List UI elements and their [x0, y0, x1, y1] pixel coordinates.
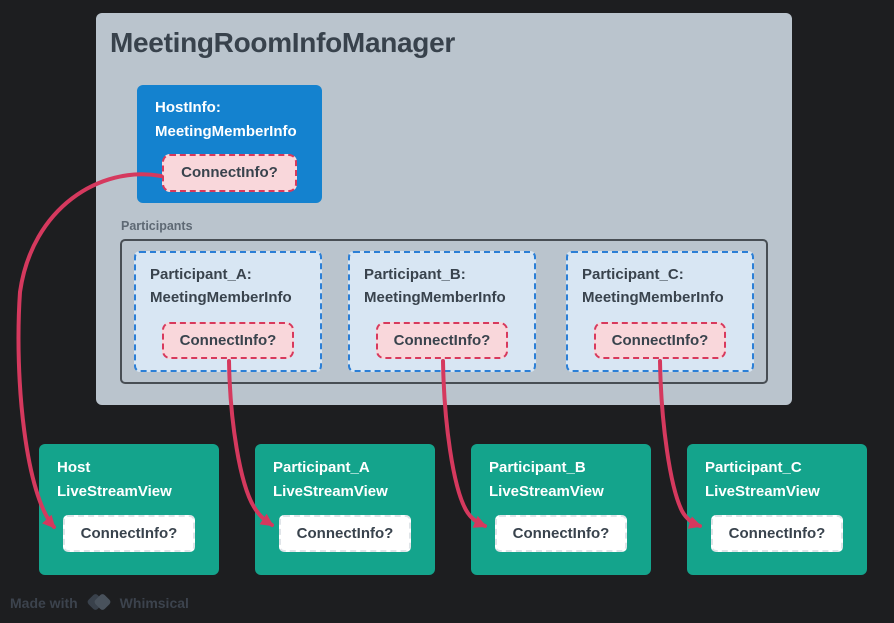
watermark-made-with-text: Made with [10, 595, 78, 611]
participant-b-stream-connect-info-button[interactable]: ConnectInfo? [495, 515, 627, 552]
participant-a-connect-info-button[interactable]: ConnectInfo? [162, 322, 294, 359]
host-connect-info-button[interactable]: ConnectInfo? [162, 154, 297, 192]
participant-a-line1: Participant_A: [150, 266, 252, 283]
participant-c-stream-connect-info-button[interactable]: ConnectInfo? [711, 515, 843, 552]
participant-b-line2: MeetingMemberInfo [364, 289, 506, 306]
participant-c-live-stream-label: Participant_C LiveStreamView [705, 456, 820, 504]
participant-b-label: Participant_B: MeetingMemberInfo [364, 263, 506, 309]
participant-a-line2: MeetingMemberInfo [150, 289, 292, 306]
participant-c-node[interactable]: Participant_C: MeetingMemberInfo Connect… [566, 251, 754, 372]
host-info-line1: HostInfo: [155, 99, 221, 116]
participant-b-live-stream-view-node[interactable]: Participant_B LiveStreamView ConnectInfo… [471, 444, 651, 575]
host-live-stream-label: Host LiveStreamView [57, 456, 172, 504]
participant-a-node[interactable]: Participant_A: MeetingMemberInfo Connect… [134, 251, 322, 372]
participant-a-live-stream-line2: LiveStreamView [273, 483, 388, 500]
participants-group-label: Participants [121, 219, 193, 233]
participant-b-live-stream-line2: LiveStreamView [489, 483, 604, 500]
whimsical-diamonds-icon [87, 594, 111, 610]
participant-c-connect-info-button[interactable]: ConnectInfo? [594, 322, 726, 359]
host-info-node[interactable]: HostInfo: MeetingMemberInfo ConnectInfo? [137, 85, 322, 203]
host-stream-connect-info-button[interactable]: ConnectInfo? [63, 515, 195, 552]
participant-a-live-stream-view-node[interactable]: Participant_A LiveStreamView ConnectInfo… [255, 444, 435, 575]
host-info-line2: MeetingMemberInfo [155, 123, 297, 140]
participant-a-live-stream-label: Participant_A LiveStreamView [273, 456, 388, 504]
host-info-label: HostInfo: MeetingMemberInfo [155, 96, 297, 144]
participant-b-connect-info-button[interactable]: ConnectInfo? [376, 322, 508, 359]
watermark-brand-text[interactable]: Whimsical [119, 595, 189, 611]
host-live-stream-line1: Host [57, 459, 91, 476]
participant-a-live-stream-line1: Participant_A [273, 459, 370, 476]
participant-c-line1: Participant_C: [582, 266, 684, 283]
participant-b-node[interactable]: Participant_B: MeetingMemberInfo Connect… [348, 251, 536, 372]
participant-b-live-stream-line1: Participant_B [489, 459, 586, 476]
host-live-stream-line2: LiveStreamView [57, 483, 172, 500]
participant-a-label: Participant_A: MeetingMemberInfo [150, 263, 292, 309]
participant-c-line2: MeetingMemberInfo [582, 289, 724, 306]
participant-c-live-stream-view-node[interactable]: Participant_C LiveStreamView ConnectInfo… [687, 444, 867, 575]
participant-b-line1: Participant_B: [364, 266, 466, 283]
participant-c-live-stream-line1: Participant_C [705, 459, 802, 476]
participant-a-stream-connect-info-button[interactable]: ConnectInfo? [279, 515, 411, 552]
watermark: Made with Whimsical [10, 592, 189, 614]
manager-title: MeetingRoomInfoManager [110, 27, 455, 58]
participant-b-live-stream-label: Participant_B LiveStreamView [489, 456, 604, 504]
host-live-stream-view-node[interactable]: Host LiveStreamView ConnectInfo? [39, 444, 219, 575]
participant-c-live-stream-line2: LiveStreamView [705, 483, 820, 500]
participant-c-label: Participant_C: MeetingMemberInfo [582, 263, 724, 309]
